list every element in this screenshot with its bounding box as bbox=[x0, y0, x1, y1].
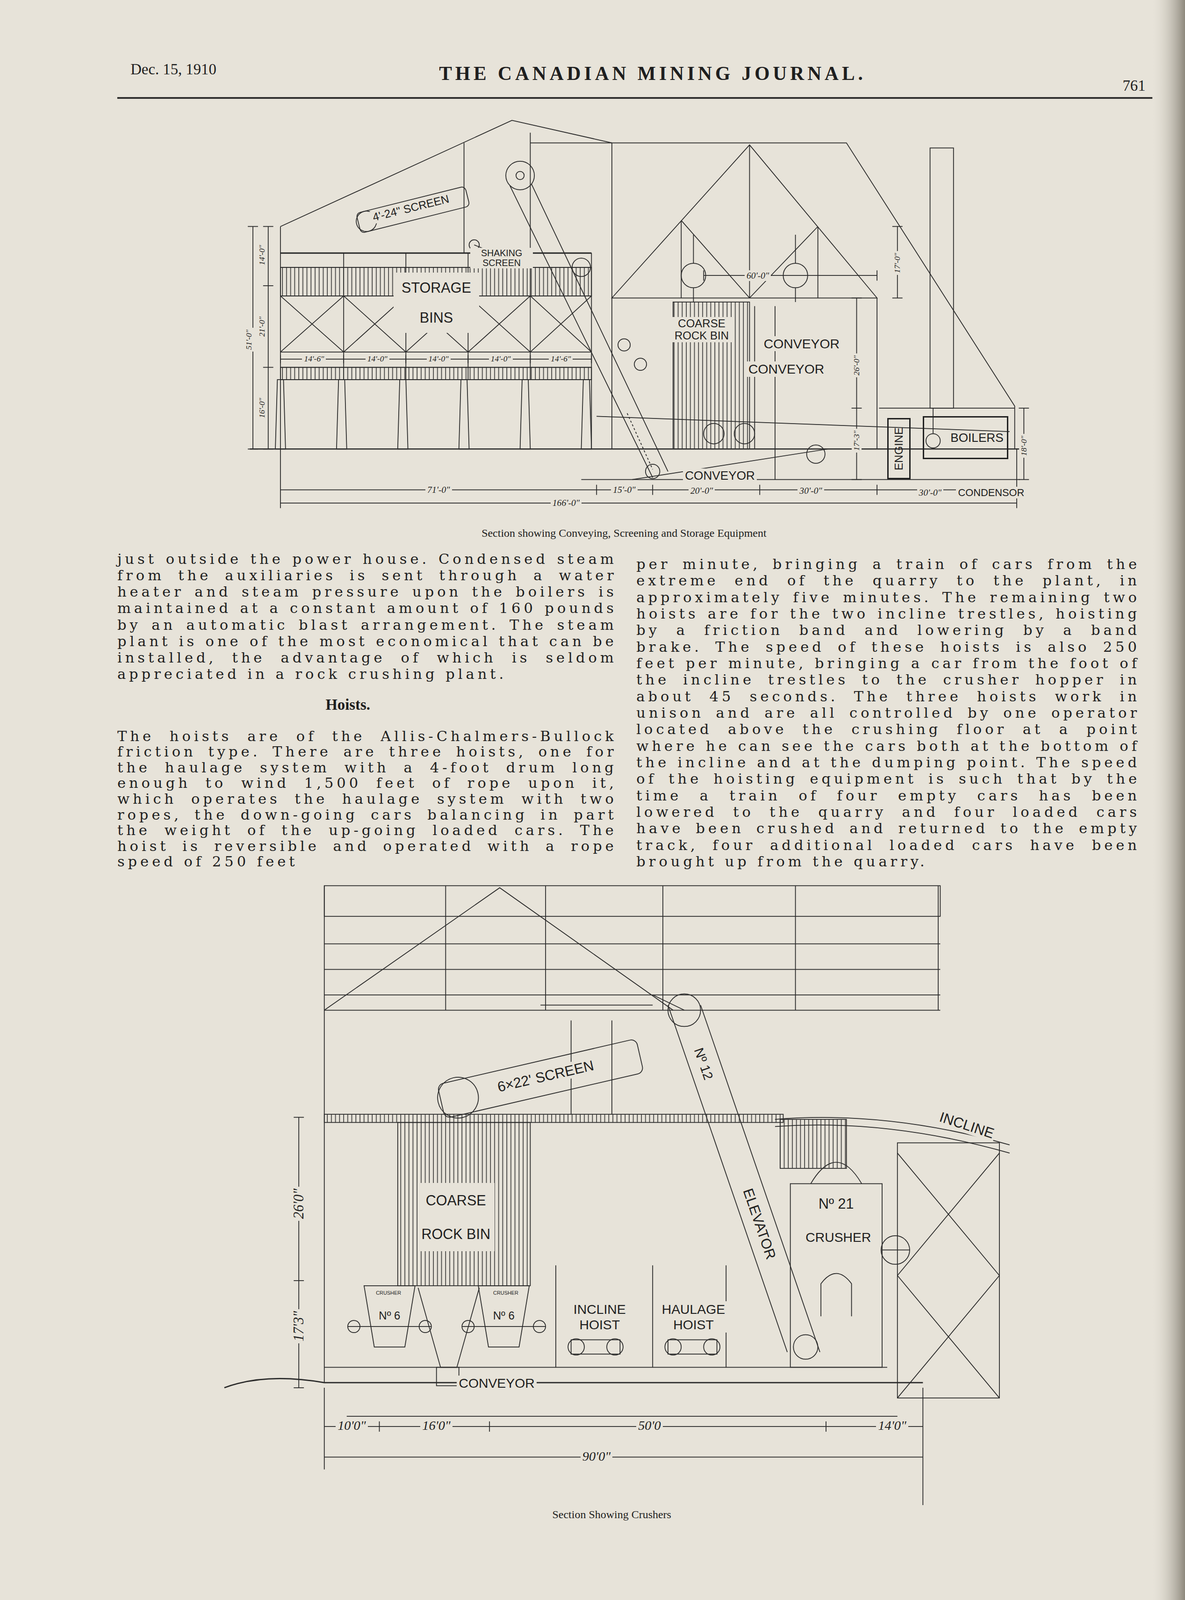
part-label: Nº 12 bbox=[690, 1043, 717, 1084]
header-rule bbox=[117, 97, 1153, 99]
dimension: 14'-0" bbox=[488, 353, 513, 364]
part-label: COARSE ROCK BIN bbox=[671, 316, 733, 343]
part-label: HAULAGE HOIST bbox=[654, 1300, 733, 1333]
dimension: 14'-0" bbox=[257, 243, 267, 267]
dimension: 30'-0" bbox=[917, 487, 944, 498]
part-label: CONDENSOR bbox=[955, 486, 1027, 499]
dimension: 16'0" bbox=[420, 1417, 453, 1434]
part-label: CONVEYOR bbox=[456, 1375, 537, 1391]
part-label: Nº 21 bbox=[816, 1195, 856, 1212]
part-label: CONVEYOR bbox=[761, 336, 842, 352]
node-label: BOILERS bbox=[948, 430, 1006, 445]
part-label: 6×22' SCREEN bbox=[494, 1056, 598, 1096]
part-label: INCLINE HOIST bbox=[564, 1300, 636, 1333]
journal-title: THE CANADIAN MINING JOURNAL. bbox=[438, 63, 867, 85]
body-text: The hoists are of the Allis-Chalmers-Bul… bbox=[117, 728, 618, 870]
part-label: CRUSHER bbox=[373, 1289, 403, 1297]
part-label: ELEVATOR bbox=[739, 1184, 781, 1264]
dimension: 14'-0" bbox=[365, 353, 390, 364]
engine-box: ENGINE bbox=[887, 417, 911, 480]
part-label: CONVEYOR bbox=[746, 361, 826, 377]
conveying-section-drawing bbox=[247, 120, 1029, 509]
part-label: SHAKING SCREEN bbox=[470, 247, 534, 269]
section-heading: Hoists. bbox=[325, 696, 370, 713]
dimension: 166'-0" bbox=[550, 497, 582, 509]
dimension: 17'-3" bbox=[851, 428, 862, 453]
part-label: STORAGE BINS bbox=[393, 272, 480, 333]
part-label: CRUSHER bbox=[491, 1289, 521, 1297]
dimension: 20'-0" bbox=[688, 485, 715, 496]
part-label: INCLINE bbox=[935, 1107, 999, 1142]
dimension: 21'-0" bbox=[257, 314, 267, 339]
dimension: 71'-0" bbox=[425, 484, 452, 496]
dimension: 15'-0" bbox=[610, 484, 638, 496]
page-edge-shadow bbox=[1150, 0, 1185, 1600]
dimension: 26'0" bbox=[290, 1186, 308, 1221]
part-label: Nº 6 bbox=[491, 1308, 517, 1322]
dimension: 60'-0" bbox=[744, 270, 771, 281]
figure-caption: Section Showing Crushers bbox=[552, 1508, 672, 1521]
dimension: 51'-0" bbox=[244, 327, 254, 352]
dimension: 14'-6" bbox=[548, 353, 573, 364]
part-label: Nº 6 bbox=[376, 1308, 403, 1322]
dimension: 16'-0" bbox=[257, 395, 267, 420]
dimension: 17'-0" bbox=[892, 251, 903, 275]
dimension: 18'-0" bbox=[1019, 433, 1029, 458]
dimension: 50'0 bbox=[636, 1417, 663, 1434]
dimension: 14'-6" bbox=[301, 353, 326, 364]
page-header: Dec. 15, 1910 bbox=[130, 61, 217, 78]
dimension: 14'-0" bbox=[426, 353, 451, 364]
dimension: 17'3" bbox=[290, 1308, 308, 1343]
crusher-section-drawing bbox=[224, 885, 1010, 1505]
dimension: 10'0" bbox=[335, 1417, 368, 1434]
body-text: just outside the power house. Condensed … bbox=[117, 550, 618, 683]
dimension: 14'0" bbox=[876, 1417, 909, 1434]
part-label: CONVEYOR bbox=[682, 468, 757, 483]
dimension: 30'-0" bbox=[797, 485, 824, 496]
figure-caption: Section showing Conveying, Screening and… bbox=[481, 527, 767, 540]
dimension: 90'0" bbox=[580, 1448, 613, 1465]
page-header: 761 bbox=[1122, 77, 1146, 94]
body-text: per minute, bringing a train of cars fro… bbox=[636, 555, 1141, 870]
part-label: COARSE ROCK BIN bbox=[417, 1182, 495, 1251]
part-label: 4'-24" SCREEN bbox=[369, 191, 453, 225]
dimension: 26'-0" bbox=[851, 352, 862, 377]
part-label: CRUSHER bbox=[803, 1229, 873, 1245]
node-label: ENGINE bbox=[892, 425, 906, 473]
boiler-box: BOILERS bbox=[922, 416, 1009, 460]
